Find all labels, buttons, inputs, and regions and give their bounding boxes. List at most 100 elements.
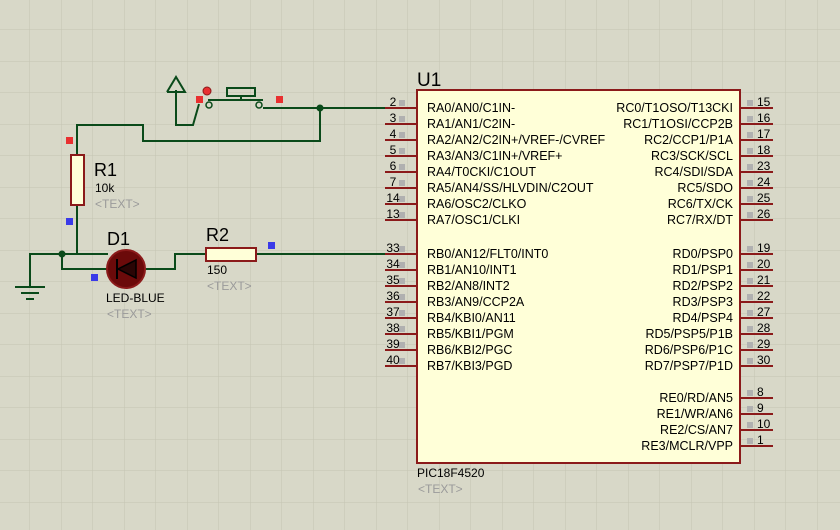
chip-pin-left[interactable]: 38 RB5/KBI1/PGM (385, 321, 514, 341)
chip-pin-right[interactable]: 17 RC2/CCP1/P1A (644, 127, 773, 147)
pin-name: RC4/SDI/SDA (655, 165, 734, 179)
pin-marker (399, 196, 405, 202)
pin-number: 36 (386, 289, 400, 303)
chip-pin-left[interactable]: 36 RB3/AN9/CCP2A (385, 289, 525, 309)
pin-marker (747, 294, 753, 300)
wires (29, 90, 400, 287)
pin-number: 10 (757, 417, 771, 431)
pin-marker (399, 100, 405, 106)
resistor-r1[interactable]: R1 10k <TEXT> (70, 154, 140, 211)
terminal-marker-blue[interactable] (66, 218, 73, 225)
wire-junction-to-r1 (76, 108, 321, 155)
pin-number: 23 (757, 159, 771, 173)
pin-marker (399, 148, 405, 154)
terminal-marker-blue[interactable] (268, 242, 275, 249)
pin-name: RB6/KBI2/PGC (427, 343, 512, 357)
led-d1[interactable]: D1 LED-BLUE <TEXT> (106, 229, 165, 321)
resistor-r2[interactable]: R2 150 <TEXT> (205, 225, 257, 293)
pin-name: RD2/PSP2 (673, 279, 733, 293)
pin-name: RC0/T1OSO/T13CKI (616, 101, 733, 115)
d1-value: LED-BLUE (106, 291, 165, 305)
pin-number: 40 (386, 353, 400, 367)
chip-pin-right[interactable]: 10 RE2/CS/AN7 (660, 417, 773, 437)
pin-marker (747, 438, 753, 444)
pin-number: 13 (386, 207, 400, 221)
pin-number: 15 (757, 95, 771, 109)
terminal-marker-blue[interactable] (91, 274, 98, 281)
terminal-marker-red[interactable] (196, 96, 203, 103)
pin-number: 25 (757, 191, 771, 205)
pin-marker (747, 164, 753, 170)
pin-marker (399, 246, 405, 252)
terminal-marker-red[interactable] (66, 137, 73, 144)
d1-ref: D1 (107, 229, 130, 249)
pin-name: RE0/RD/AN5 (659, 391, 733, 405)
pin-marker (747, 358, 753, 364)
terminal-marker-red[interactable] (276, 96, 283, 103)
pin-number: 22 (757, 289, 771, 303)
pin-marker (747, 212, 753, 218)
pin-number: 1 (757, 433, 764, 447)
r1-body (70, 154, 85, 206)
chip-pin-right[interactable]: 23 RC4/SDI/SDA (655, 159, 774, 179)
pin-marker (747, 246, 753, 252)
pin-name: RB1/AN10/INT1 (427, 263, 517, 277)
pin-marker (747, 326, 753, 332)
pin-marker (399, 310, 405, 316)
pin-number: 7 (390, 175, 397, 189)
pin-name: RB5/KBI1/PGM (427, 327, 514, 341)
pin-name: RC5/SDO (677, 181, 733, 195)
chip-pin-right[interactable]: 15 RC0/T1OSO/T13CKI (616, 95, 773, 115)
pin-number: 29 (757, 337, 771, 351)
chip-text: <TEXT> (418, 482, 463, 496)
pin-number: 3 (390, 111, 397, 125)
pin-marker (399, 294, 405, 300)
pin-name: RC2/CCP1/P1A (644, 133, 734, 147)
pin-name: RB3/AN9/CCP2A (427, 295, 525, 309)
pin-number: 2 (390, 95, 397, 109)
pin-marker (747, 180, 753, 186)
pin-marker (399, 164, 405, 170)
pin-number: 17 (757, 127, 771, 141)
push-button[interactable] (202, 86, 263, 109)
pin-number: 38 (386, 321, 400, 335)
pin-marker (747, 310, 753, 316)
pin-name: RE2/CS/AN7 (660, 423, 733, 437)
r1-value: 10k (95, 181, 115, 195)
pin-number: 4 (390, 127, 397, 141)
button-action-dot[interactable] (202, 86, 212, 96)
